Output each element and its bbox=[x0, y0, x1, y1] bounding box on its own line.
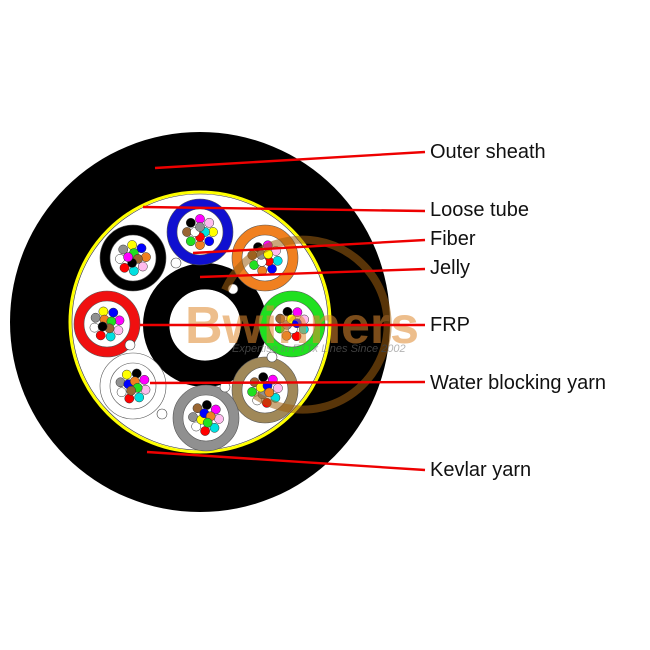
leader-line-outer-sheath bbox=[154, 150, 426, 170]
fiber bbox=[118, 244, 129, 255]
label-jelly: Jelly bbox=[430, 257, 471, 279]
fiber bbox=[89, 322, 100, 333]
fiber bbox=[191, 421, 202, 432]
leader-line-fiber bbox=[192, 238, 426, 255]
fiber bbox=[116, 387, 127, 398]
label-fiber: Fiber bbox=[430, 228, 476, 250]
fiber bbox=[113, 325, 124, 336]
fiber bbox=[139, 374, 150, 385]
fiber bbox=[123, 252, 133, 262]
watermark-tagline: Expertise in FTTx Lines Since 2002 bbox=[232, 343, 406, 355]
label-frp: FRP bbox=[430, 314, 470, 336]
fiber bbox=[119, 262, 130, 273]
fiber bbox=[90, 312, 101, 323]
fiber bbox=[127, 240, 137, 250]
water-blocking-yarns-group bbox=[124, 257, 278, 420]
water-blocking-yarn bbox=[124, 339, 136, 351]
fiber bbox=[129, 266, 139, 276]
fiber bbox=[126, 385, 137, 396]
fiber bbox=[292, 307, 303, 318]
fiber bbox=[137, 261, 148, 272]
label-outer-sheath: Outer sheath bbox=[430, 141, 546, 163]
fiber bbox=[114, 315, 125, 326]
fiber bbox=[210, 404, 221, 415]
water-blocking-yarn bbox=[170, 257, 182, 269]
fiber bbox=[185, 236, 196, 247]
label-kevlar-yarn: Kevlar yarn bbox=[430, 459, 532, 481]
water-blocking-yarn bbox=[156, 408, 168, 420]
tube-jelly bbox=[109, 362, 157, 410]
fiber bbox=[247, 386, 257, 397]
fiber bbox=[105, 331, 116, 342]
fiber bbox=[192, 403, 203, 414]
fiber bbox=[204, 217, 215, 228]
leader-lines-group bbox=[140, 150, 426, 472]
fiber bbox=[121, 369, 132, 380]
fiber bbox=[202, 400, 212, 410]
fiber bbox=[108, 307, 119, 318]
leader-line-loose-tube bbox=[142, 205, 426, 213]
fiber bbox=[275, 313, 286, 324]
fiber bbox=[264, 387, 275, 398]
fiber bbox=[141, 252, 151, 262]
water-blocking-yarn bbox=[266, 351, 278, 363]
fiber bbox=[281, 330, 292, 341]
label-water-blocking-yarn: Water blocking yarn bbox=[430, 372, 606, 394]
fiber bbox=[134, 392, 145, 403]
fiber bbox=[136, 243, 147, 254]
leader-line-water-blocking-yarn bbox=[149, 380, 426, 385]
fiber bbox=[204, 236, 215, 247]
leader-line-jelly bbox=[199, 267, 426, 279]
fiber bbox=[273, 383, 283, 394]
fiber bbox=[188, 412, 198, 422]
fiber bbox=[272, 255, 283, 266]
fiber bbox=[214, 414, 224, 424]
leader-line-kevlar-yarn bbox=[146, 450, 426, 472]
fiber bbox=[200, 426, 210, 436]
fiber bbox=[98, 306, 109, 317]
fiber bbox=[115, 254, 125, 264]
fiber bbox=[209, 422, 220, 433]
fiber bbox=[185, 217, 196, 228]
fiber bbox=[97, 321, 108, 332]
fiber bbox=[258, 372, 269, 382]
fiber bbox=[95, 330, 106, 341]
tube-jelly bbox=[83, 300, 131, 348]
fiber bbox=[195, 222, 205, 232]
fiber bbox=[202, 417, 213, 428]
watermark-arc-icon bbox=[221, 235, 392, 414]
label-loose-tube: Loose tube bbox=[430, 199, 529, 221]
